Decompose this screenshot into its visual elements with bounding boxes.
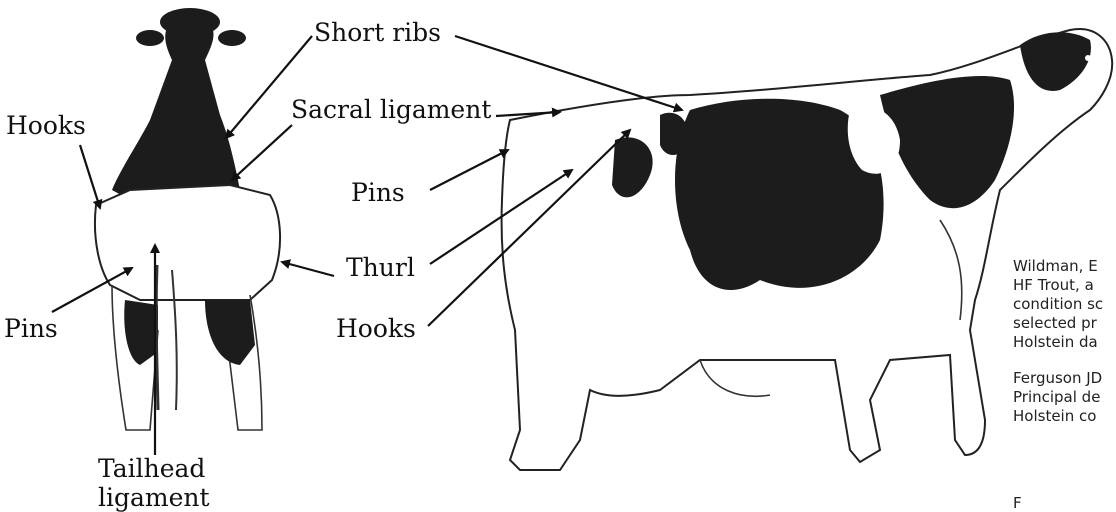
reference-line: F xyxy=(1013,494,1022,512)
label-tailhead-line2: ligament xyxy=(98,483,210,512)
reference-text: Wildman, E HF Trout, a condition sc sele… xyxy=(1013,257,1103,512)
label-tailhead-line1: Tailhead xyxy=(98,454,205,483)
arrow-pins-rear-right xyxy=(282,262,334,276)
reference-line: HF Trout, a xyxy=(1013,276,1094,294)
reference-line: selected pr xyxy=(1013,314,1098,332)
reference-line: Principal de xyxy=(1013,388,1100,406)
label-pins-side: Pins xyxy=(351,178,405,207)
reference-line: Wildman, E xyxy=(1013,257,1098,275)
arrow-pins-side xyxy=(430,150,508,190)
reference-line: Ferguson JD xyxy=(1013,369,1102,387)
label-sacral-ligament: Sacral ligament xyxy=(291,95,491,124)
label-short-ribs: Short ribs xyxy=(314,18,441,47)
label-thurl: Thurl xyxy=(346,253,415,282)
label-hooks-side: Hooks xyxy=(336,314,416,343)
label-pins-rear: Pins xyxy=(4,314,58,343)
reference-line: condition sc xyxy=(1013,295,1103,313)
arrow-sacral-ligament xyxy=(232,125,292,180)
reference-line: Holstein da xyxy=(1013,333,1098,351)
arrow-hooks-rear xyxy=(80,145,100,208)
reference-line: Holstein co xyxy=(1013,407,1096,425)
label-hooks-rear: Hooks xyxy=(6,111,86,140)
rear-view-cow-illustration xyxy=(95,8,280,430)
